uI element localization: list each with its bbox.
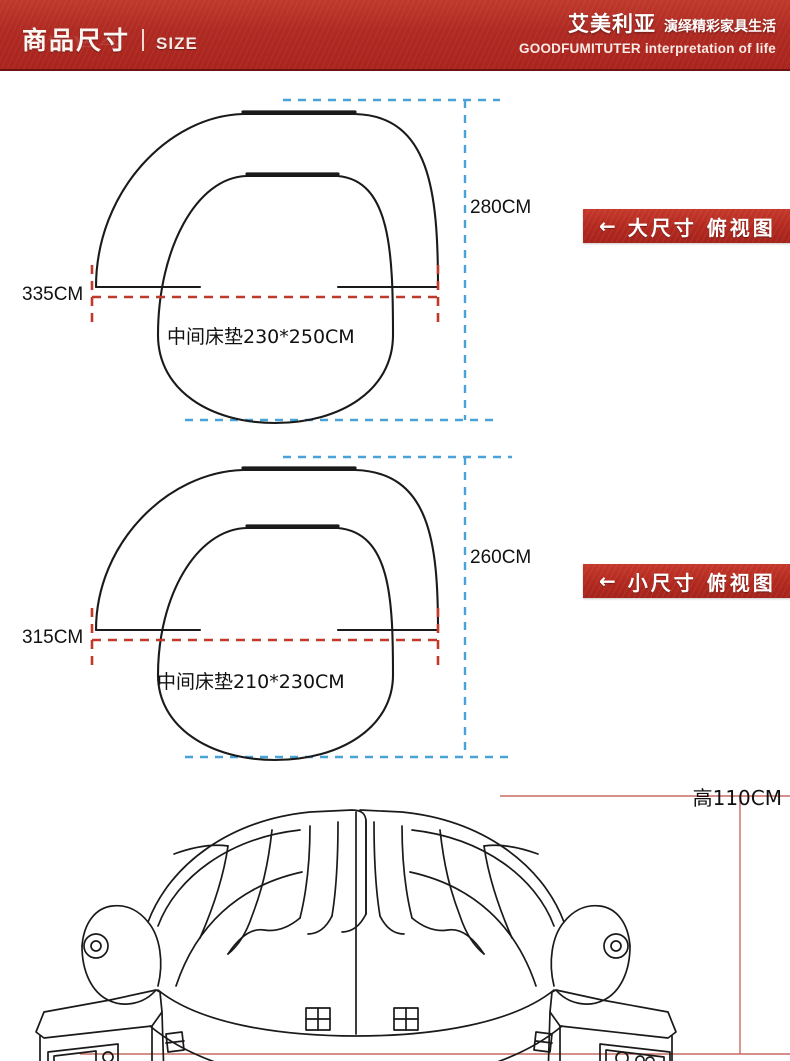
- page-title: 商品尺寸 SIZE: [22, 21, 198, 57]
- outer-shell-outline: [94, 466, 440, 632]
- page-title-en: SIZE: [156, 34, 198, 53]
- header-bottom-rule: [0, 69, 790, 71]
- blue-dimension-lines: [185, 98, 500, 422]
- front-elevation-section: 高110CM: [0, 786, 790, 1061]
- left-arrow-icon: ←: [599, 569, 616, 593]
- seat-platform: [149, 989, 563, 1061]
- left-control-panel: [47, 1043, 119, 1061]
- backrest-left-pleats: [157, 819, 367, 987]
- sofa-front-elevation-drawing: [35, 795, 790, 1061]
- large-mattress-label: 中间床垫230*250CM: [167, 326, 355, 348]
- height-label: 高110CM: [692, 786, 782, 810]
- ribbon-large-top-view[interactable]: ← 大尺寸 俯视图: [583, 209, 790, 243]
- brand-name-en: GOODFUMITUTER interpretation of life: [519, 41, 776, 56]
- large-top-view-drawing: [90, 98, 500, 425]
- hinge-hardware: [165, 1007, 553, 1053]
- brand-name-cn: 艾美利亚: [568, 12, 656, 36]
- small-mattress-label: 中间床垫210*230CM: [157, 671, 345, 693]
- diagram-large-top-view: 335CM 280CM 中间床垫230*250CM: [0, 80, 560, 440]
- diagram-small-top-view: 315CM 260CM 中间床垫210*230CM: [0, 435, 560, 785]
- ribbon-small-top-view[interactable]: ← 小尺寸 俯视图: [583, 564, 790, 598]
- large-width-label: 335CM: [22, 284, 84, 305]
- page-header: 商品尺寸 SIZE 商品尺寸 艾美利亚 演绎精彩家具生活 GOODFUMITUT…: [0, 0, 790, 71]
- brand-slogan-cn: 演绎精彩家具生活: [664, 19, 776, 35]
- large-depth-label: 280CM: [470, 197, 532, 218]
- small-width-label: 315CM: [22, 627, 84, 648]
- mattress-outline: [156, 172, 395, 425]
- outer-shell-outline: [94, 110, 440, 289]
- small-top-view-drawing: [90, 455, 512, 762]
- mattress-outline: [156, 524, 395, 762]
- small-depth-label: 260CM: [470, 547, 532, 568]
- height-guide-lines: [80, 795, 790, 1055]
- ribbon-small-label: 小尺寸 俯视图: [627, 570, 776, 595]
- blue-dimension-lines: [185, 455, 512, 759]
- ribbon-large-label: 大尺寸 俯视图: [627, 215, 776, 240]
- backrest-right-pleats: [373, 821, 555, 987]
- left-arrow-icon: ←: [599, 214, 616, 238]
- right-control-panel: [599, 1043, 671, 1061]
- title-divider: [142, 29, 145, 51]
- page-title-cn: 商品尺寸: [22, 26, 131, 55]
- brand-logo: 艾美利亚 演绎精彩家具生活 GOODFUMITUTER interpretati…: [519, 14, 776, 56]
- red-dimension-lines: [90, 608, 440, 671]
- red-dimension-lines: [90, 265, 440, 328]
